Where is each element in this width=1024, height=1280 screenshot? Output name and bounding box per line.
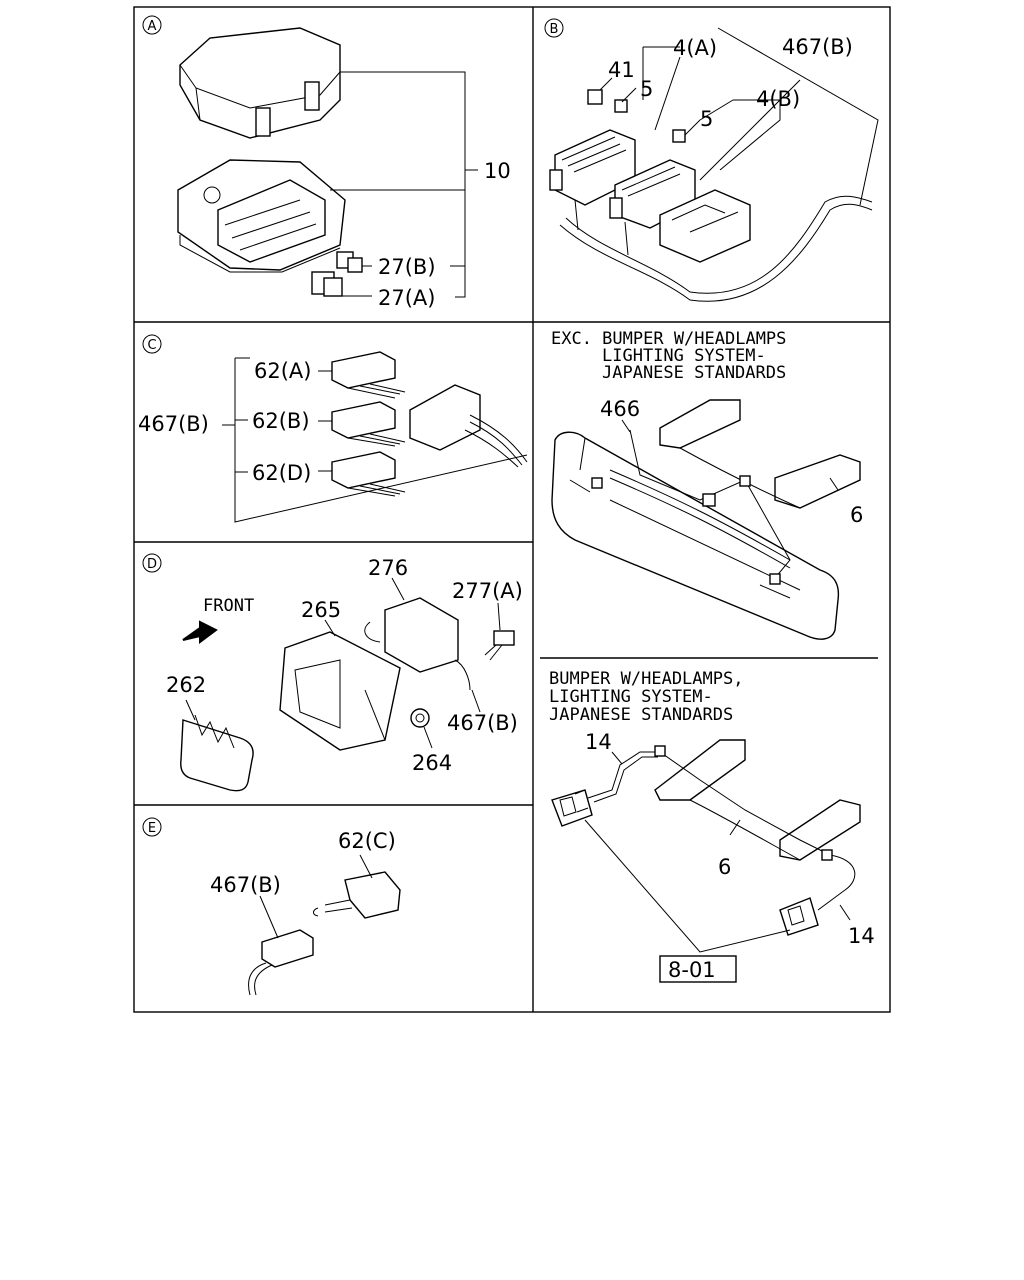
wire-harness-467b <box>559 195 873 302</box>
label-6-headlamps: 6 <box>718 855 731 879</box>
caption-line-3: JAPANESE STANDARDS <box>549 705 733 725</box>
section-b-badge: B <box>544 18 564 38</box>
fuse-box-cover <box>179 27 341 139</box>
label-62d: 62(D) <box>252 461 311 485</box>
section-d-badge: D <box>142 553 162 573</box>
label-6-exc: 6 <box>850 503 863 527</box>
label-467b-d: 467(B) <box>447 711 518 735</box>
label-262: 262 <box>166 673 206 697</box>
connector-62c <box>313 871 401 919</box>
label-5-lower: 5 <box>700 107 713 131</box>
fuse-27a-part <box>311 271 343 297</box>
frame-member <box>659 399 861 509</box>
label-466: 466 <box>600 397 640 421</box>
section-a: A <box>142 15 511 310</box>
label-14-lower: 14 <box>848 924 875 948</box>
leader-lines-e <box>259 854 373 939</box>
caption-line-3: JAPANESE STANDARDS <box>602 363 786 383</box>
panel-frame <box>133 6 891 1013</box>
label-10: 10 <box>484 159 511 183</box>
relay-block <box>659 189 751 263</box>
label-265: 265 <box>301 598 341 622</box>
svg-text:A: A <box>148 19 157 34</box>
leader-lines-a <box>330 71 478 298</box>
label-62b: 62(B) <box>252 409 310 433</box>
caption-line-2: LIGHTING SYSTEM- <box>549 687 713 707</box>
label-27b: 27(B) <box>378 255 436 279</box>
section-bumper-headlamps: BUMPER W/HEADLAMPS, LIGHTING SYSTEM- JAP… <box>549 669 875 983</box>
caption-line-1: BUMPER W/HEADLAMPS, <box>549 669 743 689</box>
fuse-box-base <box>177 159 346 273</box>
section-e: E 62(C) 467(B) <box>142 817 401 996</box>
lamp-right <box>779 897 819 936</box>
label-5-upper: 5 <box>640 77 653 101</box>
caption-line-1: EXC. BUMPER W/HEADLAMPS <box>551 329 786 349</box>
label-467b-c: 467(B) <box>138 412 209 436</box>
leader-lines-g <box>584 751 851 953</box>
section-d: D FRONT <box>142 553 523 792</box>
label-4b: 4(B) <box>756 87 800 111</box>
section-a-badge: A <box>142 15 162 35</box>
connector-62a <box>331 351 406 399</box>
label-27a: 27(A) <box>378 286 435 310</box>
bolt-277a <box>484 630 515 661</box>
harness-466 <box>591 429 791 585</box>
section-c: C 62(A) 62(B) 62(D) 467(B) <box>138 334 528 523</box>
label-41: 41 <box>608 58 635 82</box>
leader-lines-d <box>185 577 501 749</box>
bumper-body <box>551 431 840 640</box>
cover-262 <box>180 714 254 792</box>
svg-text:C: C <box>147 338 156 353</box>
leader-lines-b <box>599 27 879 206</box>
section-b: B <box>544 18 879 302</box>
svg-text:E: E <box>148 821 156 836</box>
label-62c: 62(C) <box>338 829 396 853</box>
svg-text:D: D <box>147 557 157 572</box>
label-62a: 62(A) <box>254 359 311 383</box>
section-c-badge: C <box>142 334 162 354</box>
label-4a: 4(A) <box>673 36 717 60</box>
connector-62d <box>331 451 406 497</box>
label-14-upper: 14 <box>585 730 612 754</box>
leader-lines-f <box>621 419 839 491</box>
leader-lines-c <box>222 357 528 523</box>
relay-41-part <box>587 89 603 105</box>
label-467b-e: 467(B) <box>210 873 281 897</box>
front-arrow-icon <box>182 620 218 644</box>
reference-label: 8-01 <box>668 958 716 982</box>
reference-box-8-01: 8-01 <box>659 955 737 983</box>
harness-14 <box>587 745 856 911</box>
connector-62b <box>331 401 406 447</box>
section-exc-bumper: EXC. BUMPER W/HEADLAMPS LIGHTING SYSTEM-… <box>551 329 863 640</box>
label-276: 276 <box>368 556 408 580</box>
front-label: FRONT <box>203 596 254 616</box>
fuse-27b-part <box>336 251 363 273</box>
connector-housing-467b <box>409 384 528 468</box>
label-277a: 277(A) <box>452 579 523 603</box>
housing-265 <box>279 631 401 751</box>
nut-264 <box>410 708 430 728</box>
label-467b: 467(B) <box>782 35 853 59</box>
relay-276 <box>364 597 471 691</box>
lamp-left <box>551 789 593 827</box>
connector-467b-e <box>248 929 314 996</box>
svg-text:B: B <box>550 22 559 37</box>
fuse-5-parts <box>614 99 686 143</box>
caption-line-2: LIGHTING SYSTEM- <box>602 346 766 366</box>
frame-member-g <box>654 739 861 861</box>
label-264: 264 <box>412 751 452 775</box>
section-e-badge: E <box>142 817 162 837</box>
